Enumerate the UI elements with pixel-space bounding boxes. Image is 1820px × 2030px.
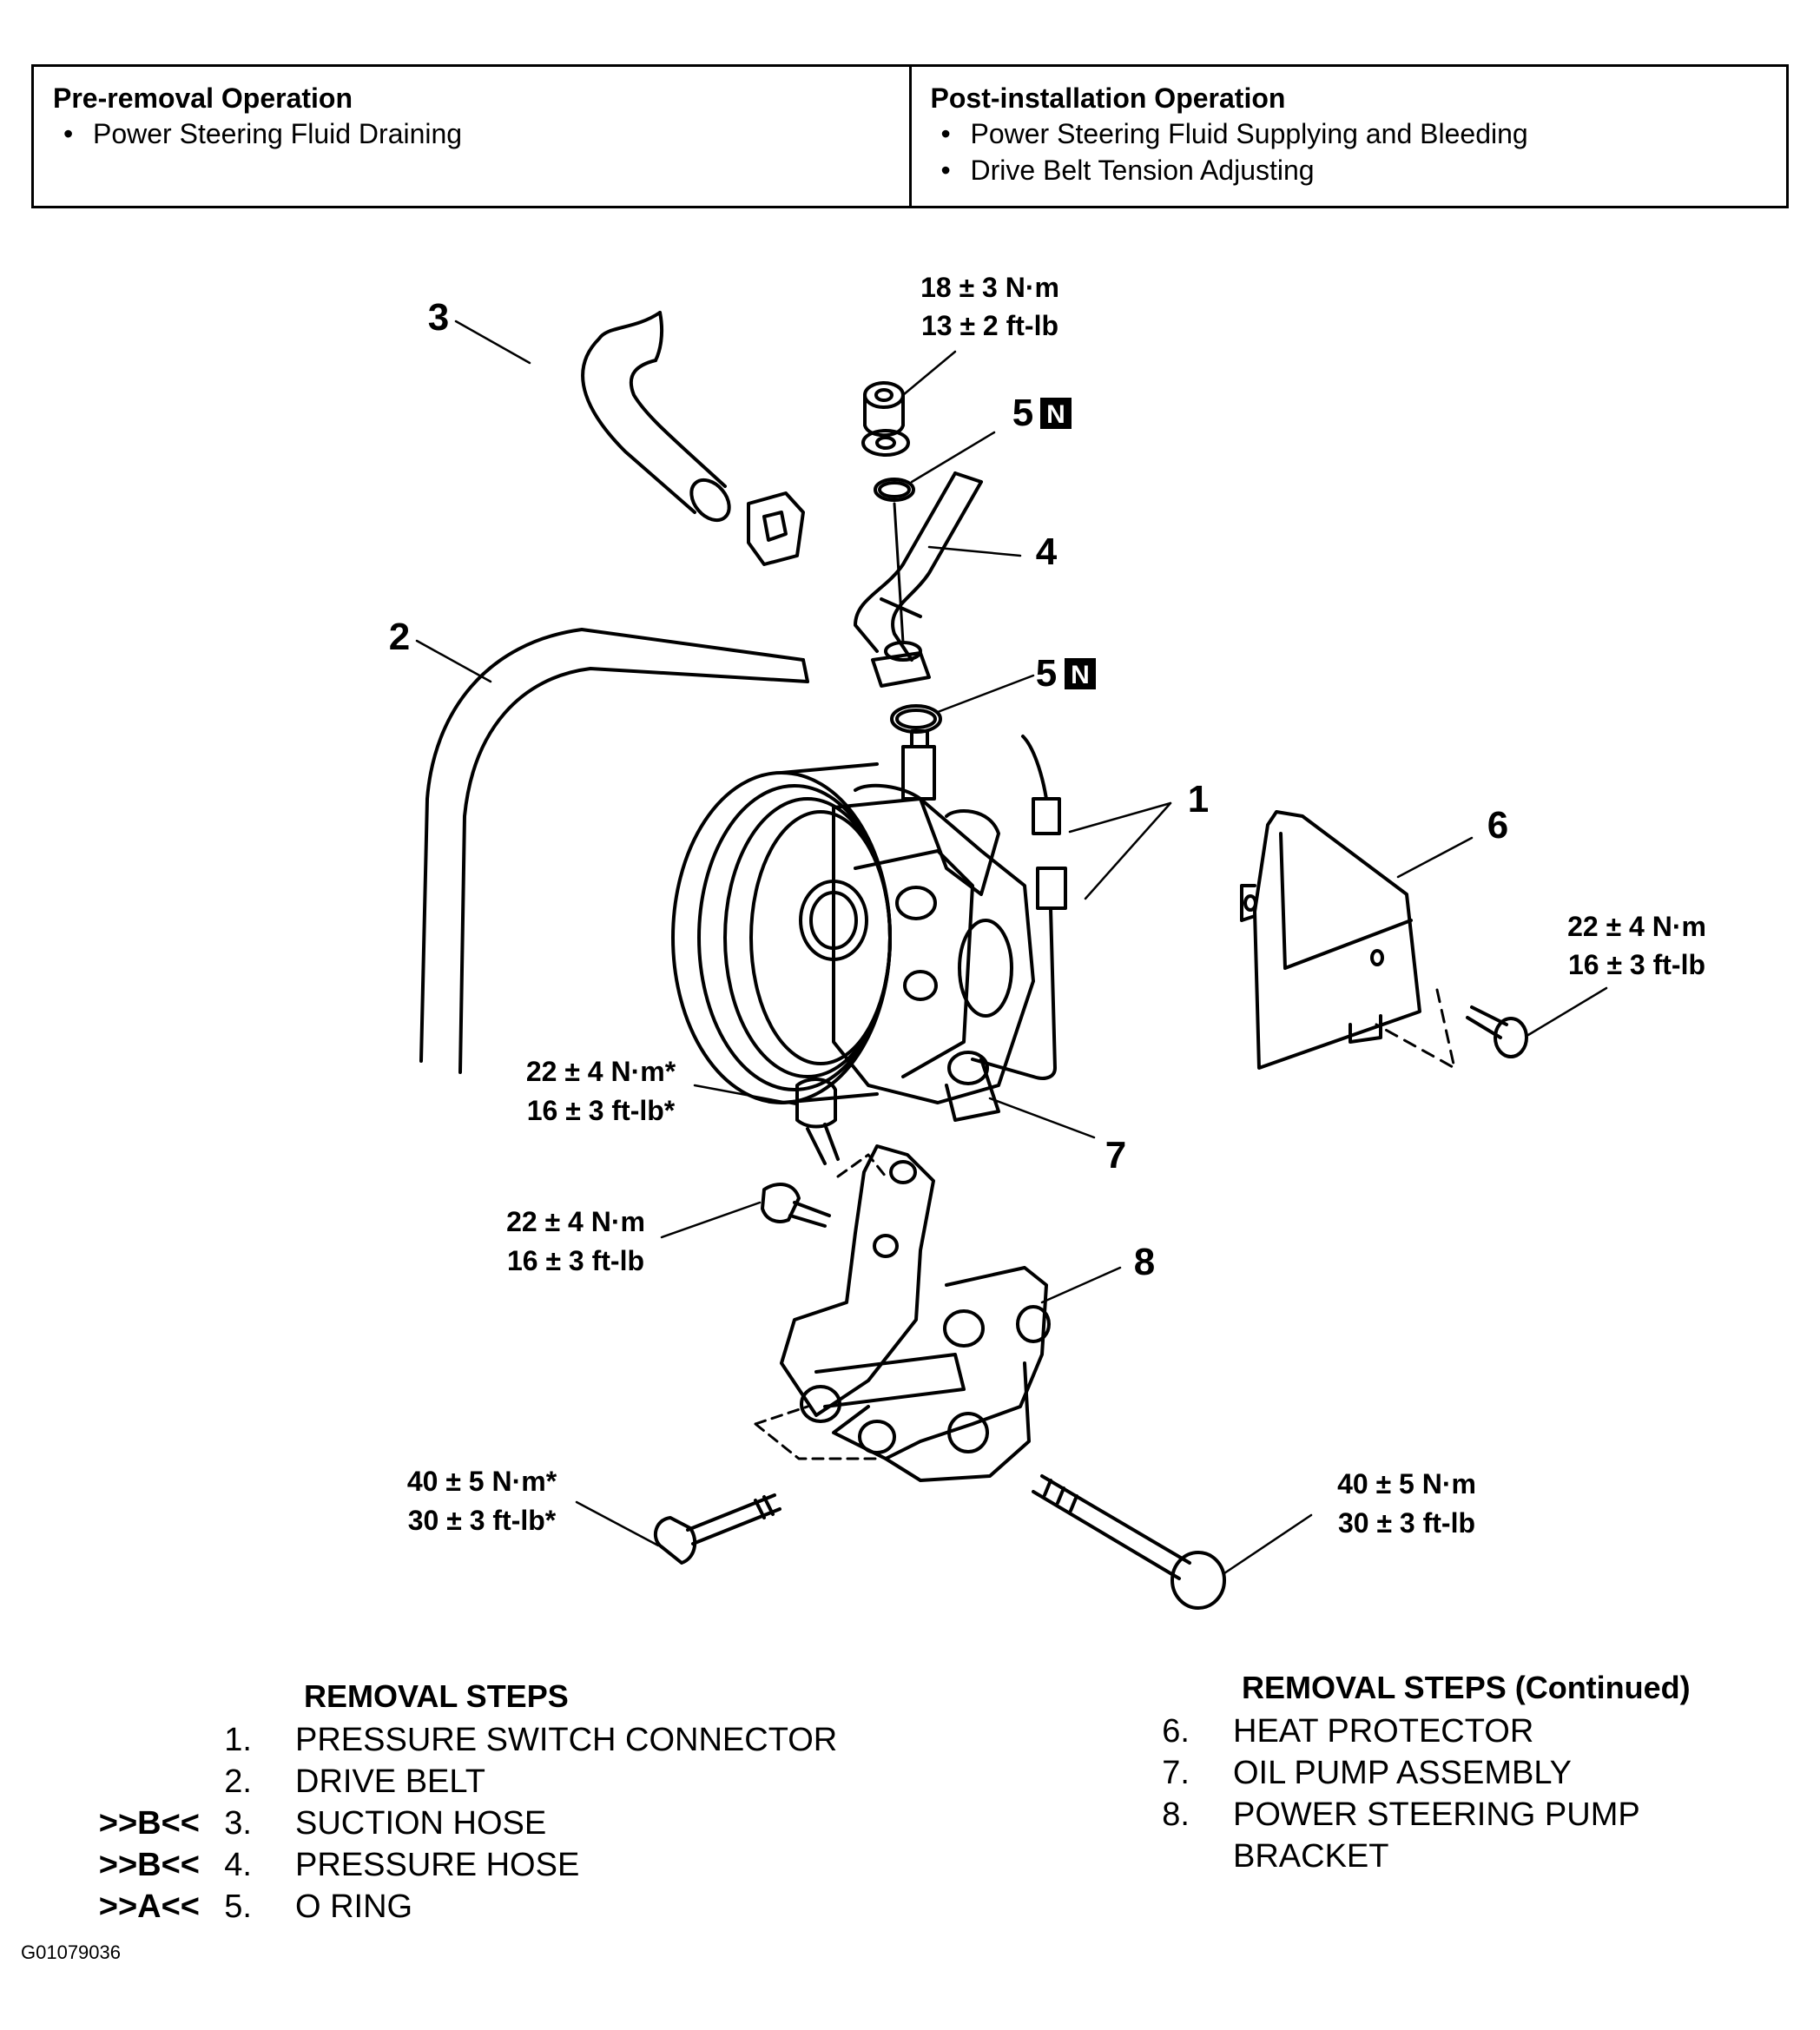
callout-2: 2 bbox=[389, 616, 410, 658]
drive-belt bbox=[419, 628, 809, 1074]
step-text: DRIVE BELT bbox=[295, 1763, 485, 1800]
pre-removal-title: Pre-removal Operation bbox=[53, 82, 353, 114]
step-text: O RING bbox=[295, 1888, 413, 1925]
new-part-badge-icon bbox=[1065, 658, 1096, 689]
removal-steps-continued: REMOVAL STEPS (Continued) 6. HEAT PROTEC… bbox=[1138, 1667, 1691, 1877]
pressure-hose bbox=[854, 471, 983, 688]
removal-steps: REMOVAL STEPS 1. PRESSURE SWITCH CONNECT… bbox=[96, 1676, 837, 1928]
washer bbox=[861, 429, 910, 457]
removal-step: 8. POWER STEERING PUMP bbox=[1138, 1794, 1691, 1836]
heat-protector-bolt bbox=[1466, 1005, 1528, 1058]
step-ref bbox=[96, 1719, 200, 1761]
step-number: 7. bbox=[1162, 1755, 1190, 1791]
torque-bracket-bolt-ftlb: 16 ± 3 ft-lb bbox=[507, 1245, 644, 1276]
removal-steps-continued-title: REMOVAL STEPS (Continued) bbox=[1242, 1670, 1691, 1705]
step-text: POWER STEERING PUMP bbox=[1233, 1796, 1640, 1833]
step-number: 3. bbox=[224, 1805, 252, 1842]
o-ring-lower bbox=[890, 704, 942, 734]
leader-lines bbox=[415, 320, 1608, 1575]
pre-removal-cell: Pre-removal Operation Power Steering Flu… bbox=[34, 67, 909, 206]
flare-nut bbox=[863, 381, 905, 438]
figure-code: G01079036 bbox=[21, 1941, 121, 1963]
step-text: PRESSURE HOSE bbox=[295, 1847, 580, 1883]
post-installation-item: Power Steering Fluid Supplying and Bleed… bbox=[931, 115, 1768, 152]
new-part-badge-icon bbox=[1040, 398, 1072, 429]
callout-6: 6 bbox=[1487, 804, 1508, 847]
torque-pump-bolt-nm: 22 ± 4 N·m* bbox=[526, 1056, 676, 1087]
step-number: 1. bbox=[224, 1722, 252, 1758]
torque-lower-left-ftlb: 30 ± 3 ft-lb* bbox=[408, 1505, 557, 1536]
removal-step: 2. DRIVE BELT bbox=[96, 1761, 837, 1803]
removal-step: BRACKET bbox=[1138, 1836, 1691, 1877]
removal-step: 1. PRESSURE SWITCH CONNECTOR bbox=[96, 1719, 837, 1761]
lower-right-bolt bbox=[1032, 1474, 1226, 1610]
removal-step: >>A<< 5. O RING bbox=[96, 1886, 837, 1928]
step-text: PRESSURE SWITCH CONNECTOR bbox=[295, 1722, 838, 1758]
exploded-diagram: 3 2 5 4 5 1 6 7 8 N N 18 ± 3 N·m 13 ± 2 … bbox=[389, 272, 1706, 1610]
step-number: 5. bbox=[224, 1888, 252, 1925]
pump-mounting-bolt bbox=[795, 1078, 887, 1178]
step-text: HEAT PROTECTOR bbox=[1233, 1713, 1534, 1750]
removal-step: >>B<< 3. SUCTION HOSE bbox=[96, 1803, 837, 1844]
torque-lower-right-ftlb: 30 ± 3 ft-lb bbox=[1338, 1507, 1475, 1539]
step-ref bbox=[96, 1761, 200, 1803]
step-ref: >>A<< bbox=[98, 1888, 200, 1925]
torque-heat-protector-ftlb: 16 ± 3 ft-lb bbox=[1568, 949, 1705, 980]
callout-8: 8 bbox=[1134, 1241, 1155, 1283]
badge-label: N bbox=[1046, 400, 1065, 429]
callout-5-lower: 5 bbox=[1036, 652, 1057, 695]
o-ring-upper bbox=[874, 478, 915, 502]
operations-table: Pre-removal Operation Power Steering Flu… bbox=[31, 64, 1789, 208]
hose-clamp bbox=[747, 491, 805, 566]
step-number: 4. bbox=[224, 1847, 252, 1883]
post-installation-item: Drive Belt Tension Adjusting bbox=[931, 152, 1768, 188]
lower-left-bolt bbox=[653, 1493, 781, 1565]
step-number: 2. bbox=[224, 1763, 252, 1800]
callout-4: 4 bbox=[1036, 531, 1058, 573]
heat-protector bbox=[1240, 810, 1456, 1070]
pre-removal-item: Power Steering Fluid Draining bbox=[53, 115, 890, 152]
pump-bracket bbox=[754, 1144, 1051, 1482]
torque-nut-ftlb: 13 ± 2 ft-lb bbox=[921, 310, 1058, 341]
torque-nut-nm: 18 ± 3 N·m bbox=[920, 272, 1059, 303]
post-installation-cell: Post-installation Operation Power Steeri… bbox=[908, 67, 1787, 206]
removal-step: 7. OIL PUMP ASSEMBLY bbox=[1138, 1752, 1691, 1794]
torque-heat-protector-nm: 22 ± 4 N·m bbox=[1567, 911, 1706, 942]
callout-7: 7 bbox=[1105, 1134, 1126, 1176]
torque-pump-bolt-ftlb: 16 ± 3 ft-lb* bbox=[527, 1095, 676, 1126]
step-text: OIL PUMP ASSEMBLY bbox=[1233, 1755, 1573, 1791]
step-number: 8. bbox=[1162, 1796, 1190, 1833]
step-number: 6. bbox=[1162, 1713, 1190, 1750]
torque-lower-left-nm: 40 ± 5 N·m* bbox=[407, 1466, 557, 1497]
pre-removal-list: Power Steering Fluid Draining bbox=[53, 115, 890, 152]
callout-5-upper: 5 bbox=[1012, 392, 1033, 434]
step-number bbox=[1138, 1836, 1190, 1877]
removal-step: 6. HEAT PROTECTOR bbox=[1138, 1710, 1691, 1752]
post-installation-list: Power Steering Fluid Supplying and Bleed… bbox=[931, 115, 1768, 188]
post-installation-title: Post-installation Operation bbox=[930, 82, 1286, 114]
step-ref: >>B<< bbox=[98, 1805, 200, 1842]
step-text: SUCTION HOSE bbox=[295, 1805, 547, 1842]
callout-1: 1 bbox=[1188, 778, 1209, 821]
step-ref: >>B<< bbox=[98, 1847, 200, 1883]
callout-3: 3 bbox=[428, 296, 449, 339]
step-text: BRACKET bbox=[1233, 1838, 1389, 1875]
torque-lower-right-nm: 40 ± 5 N·m bbox=[1337, 1468, 1476, 1499]
torque-bracket-bolt-nm: 22 ± 4 N·m bbox=[506, 1206, 645, 1237]
suction-hose bbox=[581, 311, 731, 523]
bracket-bolt bbox=[761, 1183, 831, 1228]
badge-label: N bbox=[1071, 661, 1090, 689]
pressure-switch-connector bbox=[971, 735, 1067, 1080]
oil-pump-assembly bbox=[671, 729, 1035, 1122]
removal-steps-title: REMOVAL STEPS bbox=[304, 1678, 569, 1714]
removal-step: >>B<< 4. PRESSURE HOSE bbox=[96, 1844, 837, 1886]
